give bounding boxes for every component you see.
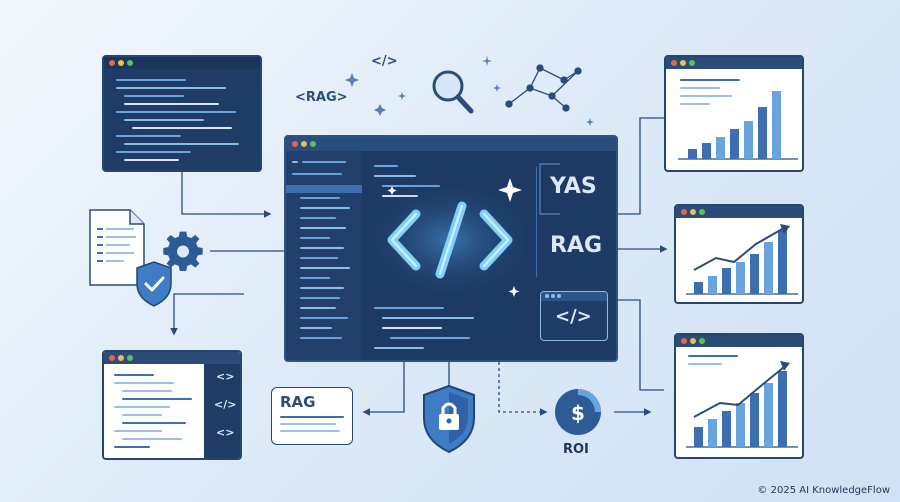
rag-main-label: RAG [550, 233, 603, 258]
dollar-chart-icon: $ [555, 389, 601, 435]
file-tree-panel [286, 151, 362, 360]
rag-box-label: RAG [280, 393, 316, 411]
chart-window-middle [674, 204, 804, 304]
chart-window-bottom [674, 333, 804, 459]
rag-box: RAG [271, 387, 353, 445]
magnifier-icon [432, 70, 474, 114]
sparkle-icon [345, 56, 594, 126]
document-icon [89, 209, 145, 286]
small-code-window: </> [540, 291, 608, 341]
code-tag-top-label: </> [371, 54, 398, 69]
sparkle-icon [387, 178, 522, 297]
shield-check-icon [136, 261, 172, 307]
bar-chart-middle [686, 224, 798, 295]
rag-tag-label: <RAG> [295, 90, 348, 105]
copyright-footer: © 2025 AI KnowledgeFlow [757, 485, 890, 496]
small-code-label: </> [555, 306, 592, 327]
code-side-label-2: </> [214, 398, 237, 411]
yas-label: YAS [550, 174, 597, 199]
code-side-label-3: <> [216, 426, 235, 439]
code-window-bottom-left: <> </> <> [102, 350, 242, 460]
svg-text:$: $ [571, 401, 585, 425]
bar-chart-top [678, 91, 798, 160]
roi-label: ROI [563, 442, 589, 457]
chart-window-top [664, 55, 804, 172]
code-side-label-1: <> [216, 370, 235, 383]
bar-chart-bottom [686, 361, 798, 448]
code-window-top-left [102, 55, 262, 172]
network-icon [505, 64, 582, 112]
gear-icon [163, 231, 203, 271]
lock-shield-icon [423, 384, 475, 454]
right-divider [536, 167, 537, 277]
code-brackets-glow [390, 204, 510, 276]
